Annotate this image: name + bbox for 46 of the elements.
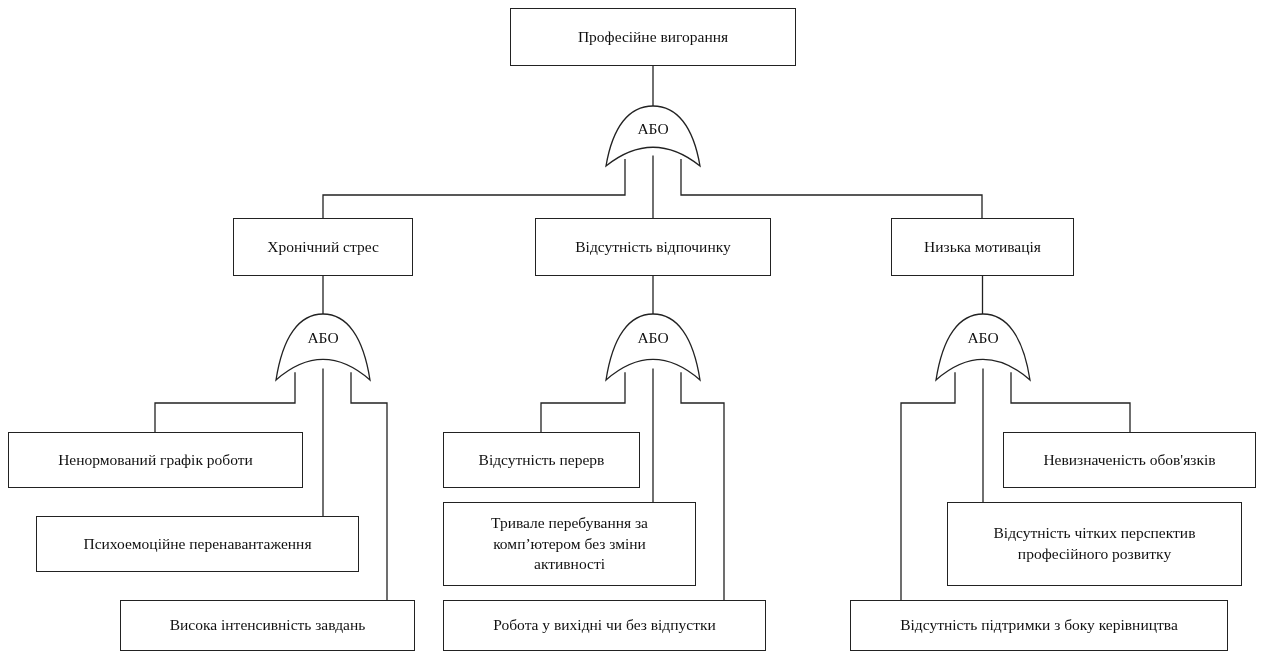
gate-label: АБО — [966, 329, 1000, 348]
connector-line — [652, 275, 654, 315]
event-label: Робота у вихідні чи без відпустки — [493, 615, 716, 636]
event-label: Висока інтенсивність завдань — [169, 615, 366, 636]
event-box — [233, 218, 413, 276]
event-box — [443, 432, 640, 488]
event-label: Невизначеність обов'язків — [1043, 449, 1216, 470]
event-box — [36, 516, 359, 572]
event-label: Відсутність підтримки з боку керівництва — [900, 615, 1178, 636]
connector-line — [652, 65, 654, 107]
event-label: Відсутність перерв — [478, 449, 605, 470]
event-box — [443, 502, 696, 586]
connector-line — [982, 367, 984, 503]
connector-line — [652, 154, 654, 219]
connector-line — [900, 371, 956, 601]
connector-line — [680, 158, 983, 219]
connector-line — [981, 275, 984, 315]
gate-label: АБО — [636, 329, 670, 348]
event-label: Тривале перебування за комп’ютером без зміни активності — [490, 512, 649, 575]
connector-line — [350, 371, 388, 601]
event-label: Ненормований графік роботи — [58, 449, 253, 470]
event-label: Відсутність відпочинку — [575, 236, 731, 257]
connector-line — [540, 371, 626, 433]
connector-line — [322, 367, 324, 517]
event-box — [443, 600, 766, 651]
event-box — [1003, 432, 1256, 488]
gate-label: АБО — [636, 119, 670, 139]
connector-line — [322, 158, 626, 219]
event-box — [8, 432, 303, 488]
connector-line — [680, 371, 725, 601]
event-label: Відсутність чітких перспектив професійного розвитку — [992, 523, 1197, 564]
event-box — [947, 502, 1242, 586]
gate-label: АБО — [306, 329, 340, 348]
event-label: Хронічний стрес — [267, 236, 379, 257]
event-box — [535, 218, 771, 276]
connector-line — [322, 275, 324, 315]
event-label: Низька мотивація — [924, 236, 1041, 257]
event-box — [891, 218, 1074, 276]
event-label: Професійне вигорання — [577, 26, 729, 47]
event-label: Психоемоційне перенавантаження — [83, 533, 312, 554]
event-box — [850, 600, 1228, 651]
event-box — [510, 8, 796, 66]
event-box — [120, 600, 415, 651]
connector-line — [1010, 371, 1131, 433]
connector-line — [154, 371, 296, 433]
connector-line — [652, 367, 654, 503]
